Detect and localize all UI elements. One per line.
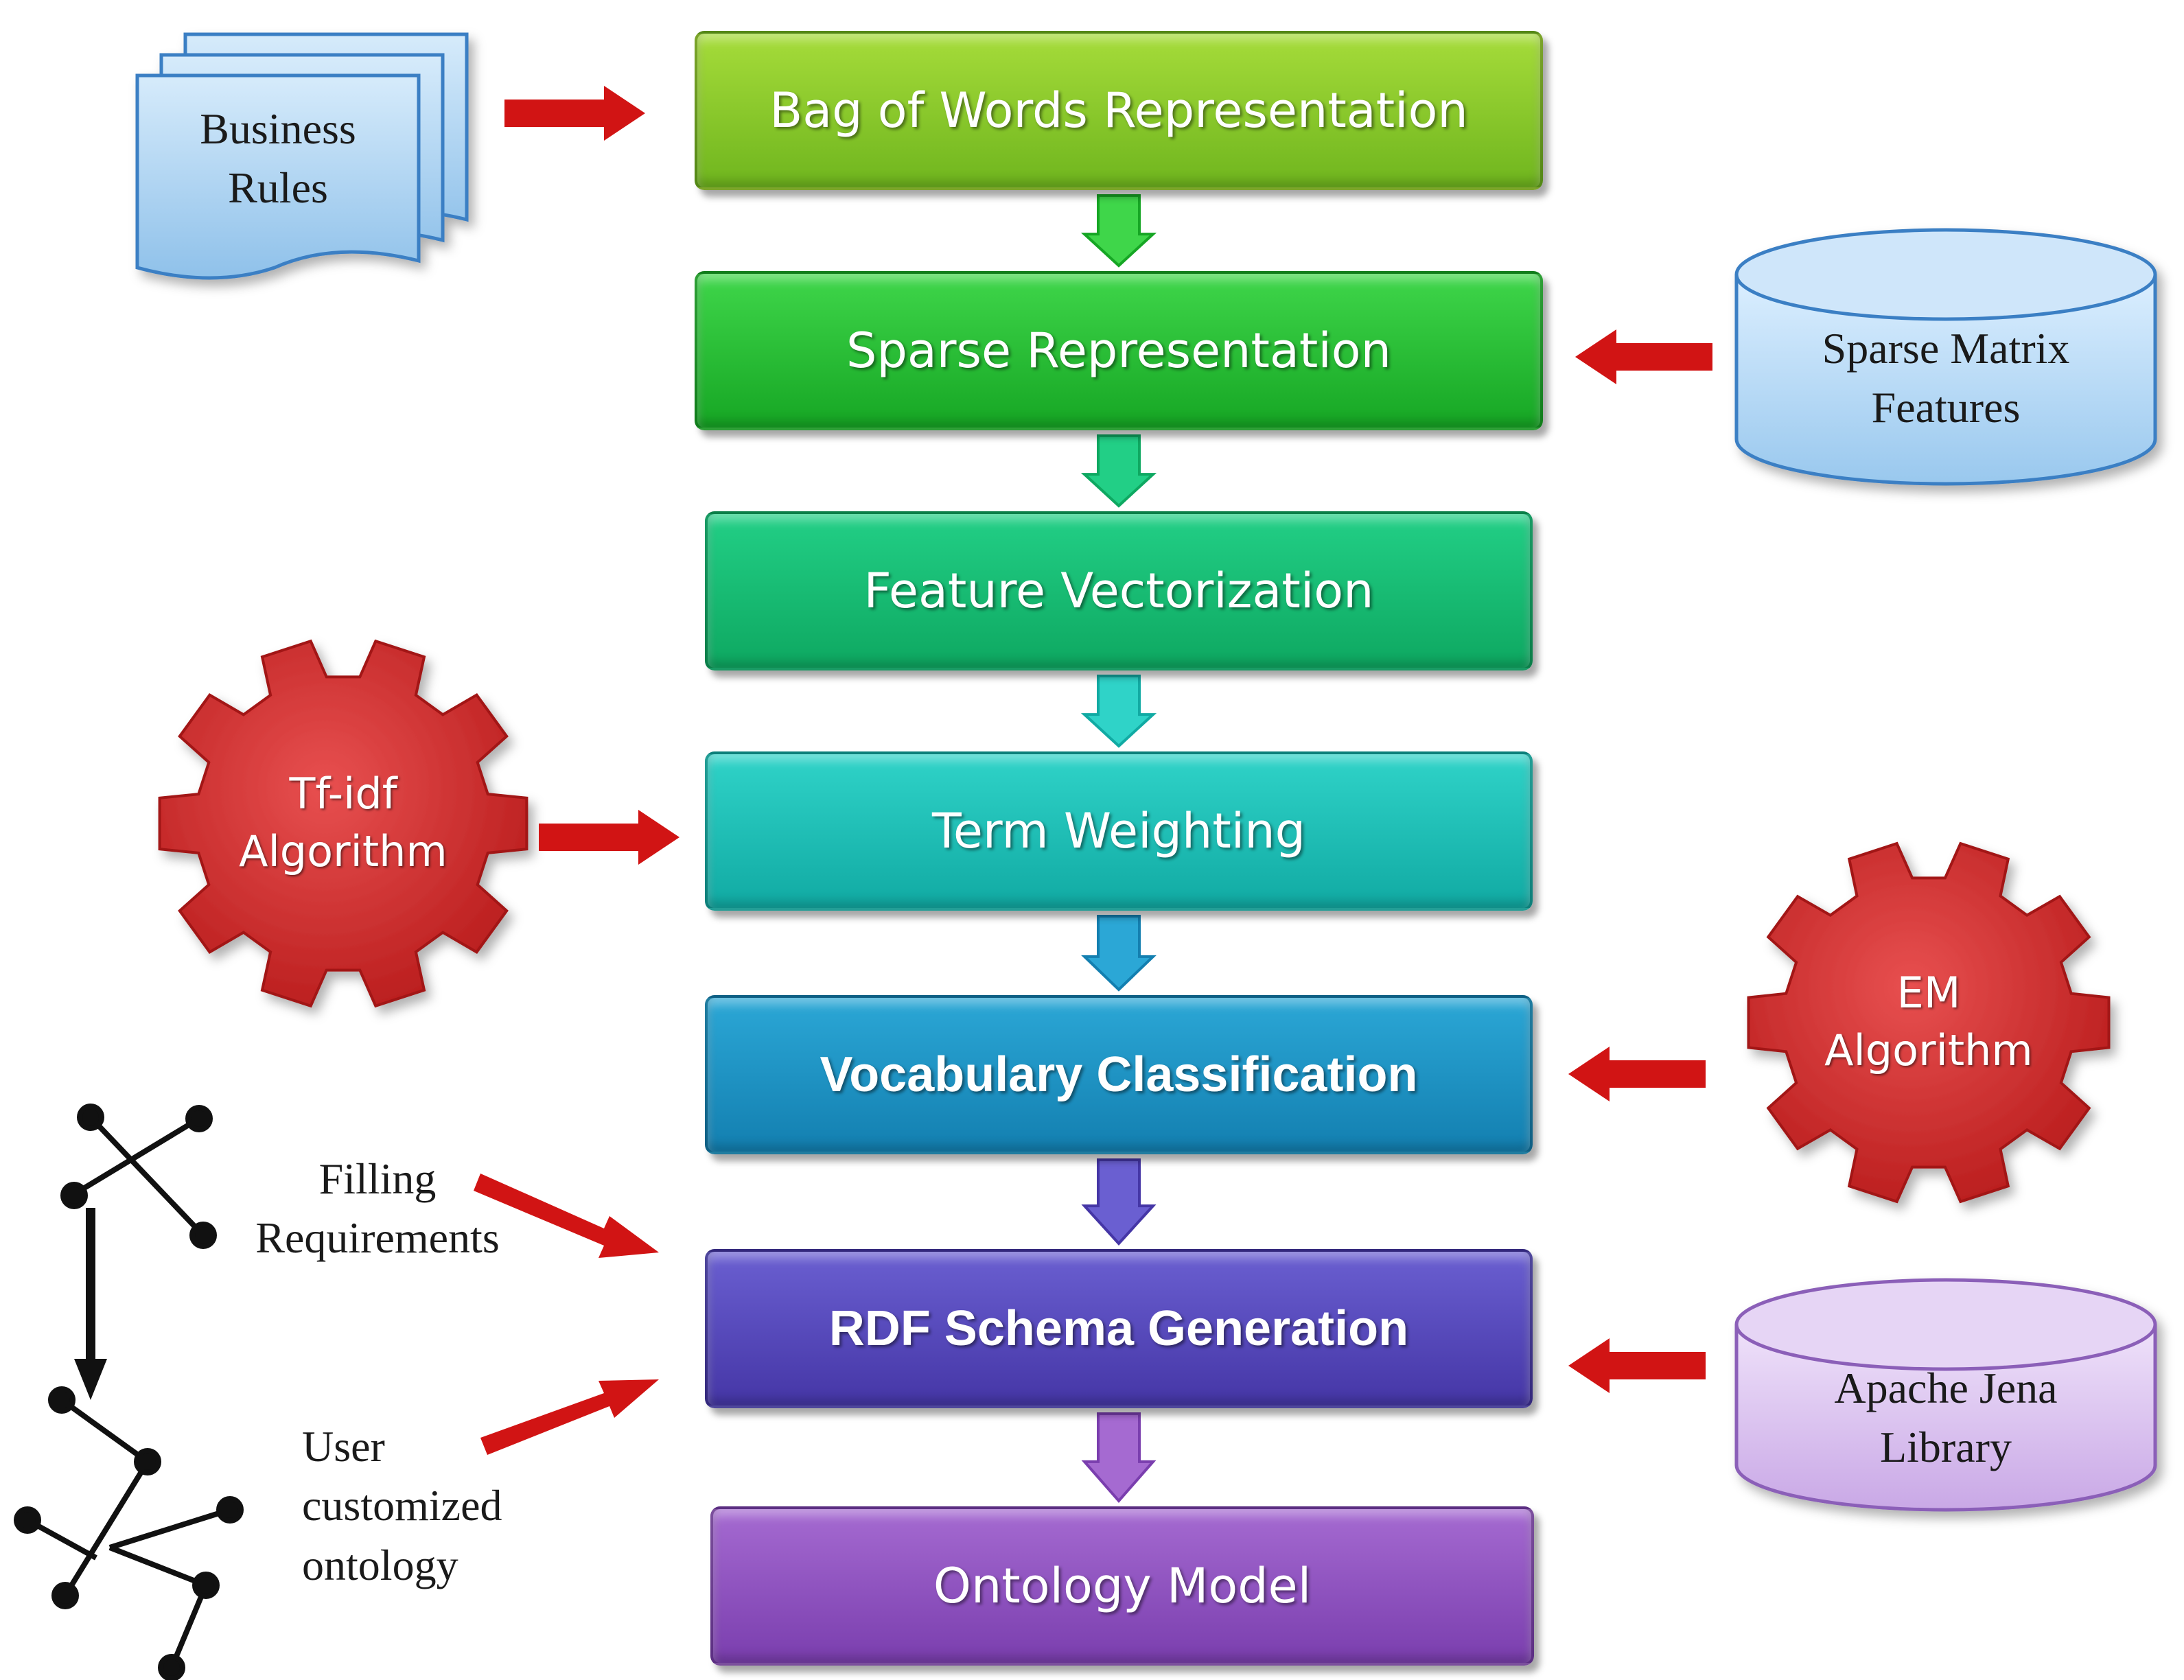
- filling-requirements-label: Filling Requirements: [255, 1154, 500, 1263]
- arrow-right-icon: [539, 810, 679, 865]
- step-label: Term Weighting: [931, 803, 1306, 859]
- sparse-matrix-database-icon: [1734, 228, 2157, 486]
- tree-structure-icon: [14, 1386, 244, 1680]
- step-label: Ontology Model: [933, 1558, 1312, 1614]
- em-label: EM Algorithm: [1824, 968, 2033, 1075]
- step-vocabulary-classification: Vocabulary Classification: [705, 995, 1533, 1154]
- input-arrows: [474, 86, 1712, 1455]
- step-rdf-schema-generation: RDF Schema Generation: [705, 1249, 1533, 1408]
- arrow-right-icon: [504, 86, 645, 141]
- tfidf-gear-icon: [158, 639, 528, 1008]
- step-bag-of-words: Bag of Words Representation: [695, 31, 1543, 190]
- business-rules-label: Business Rules: [200, 104, 356, 213]
- sparse-matrix-label: Sparse Matrix Features: [1822, 324, 2070, 432]
- arrow-down-icon: [1081, 915, 1157, 992]
- step-term-weighting: Term Weighting: [705, 751, 1533, 911]
- em-gear-icon: [1747, 841, 2111, 1204]
- arrow-left-icon: [1568, 1047, 1706, 1101]
- arrow-down-icon: [1080, 434, 1157, 508]
- step-label: Feature Vectorization: [863, 563, 1374, 619]
- arrow-left-icon: [1568, 1338, 1706, 1393]
- step-ontology-model: Ontology Model: [710, 1506, 1534, 1666]
- step-label: Sparse Representation: [846, 323, 1391, 379]
- step-connector-arrows: [1080, 194, 1157, 1504]
- arrow-diagonal-icon: [480, 1379, 659, 1455]
- user-customized-ontology-label: User customized ontology: [302, 1422, 502, 1589]
- arrow-diagonal-icon: [474, 1174, 659, 1258]
- apache-jena-database-icon: [1734, 1278, 2157, 1512]
- arrow-down-icon: [1080, 675, 1157, 748]
- step-label: RDF Schema Generation: [828, 1301, 1409, 1356]
- apache-jena-label: Apache Jena Library: [1834, 1364, 2058, 1472]
- arrow-down-icon: [74, 1208, 107, 1400]
- arrow-down-icon: [1081, 1412, 1157, 1504]
- tfidf-label: Tf-idf Algorithm: [239, 769, 448, 876]
- arrow-down-icon: [1081, 1158, 1157, 1246]
- step-sparse-representation: Sparse Representation: [695, 271, 1543, 430]
- arrow-down-icon: [1080, 194, 1157, 268]
- step-label: Vocabulary Classification: [820, 1047, 1418, 1102]
- arrow-left-icon: [1575, 329, 1712, 384]
- tree-structure-icon: [60, 1104, 217, 1249]
- step-label: Bag of Words Representation: [769, 82, 1468, 139]
- business-rules-document-icon: [135, 32, 469, 280]
- step-feature-vectorization: Feature Vectorization: [705, 511, 1533, 670]
